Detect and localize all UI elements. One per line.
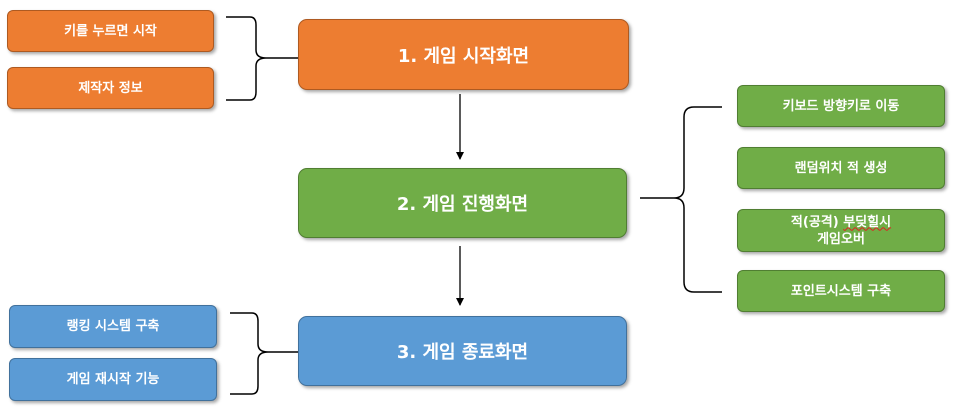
arrow-keys-box: 키보드 방향키로 이동	[737, 85, 945, 127]
end-screen-label: 3. 게임 종료화면	[396, 342, 529, 363]
game-over-line1: 적(공격) 부딪힐시	[791, 214, 891, 231]
credits-label: 제작자 정보	[78, 80, 143, 96]
play-screen-box: 2. 게임 진행화면	[298, 168, 627, 238]
game-over-line2: 게임오버	[817, 231, 865, 247]
brace-start	[226, 16, 298, 101]
random-enemy-box: 랜덤위치 적 생성	[737, 147, 945, 189]
start-screen-label: 1. 게임 시작화면	[397, 45, 530, 67]
restart-label: 게임 재시작 기능	[66, 372, 160, 387]
ranking-label: 랭킹 시스템 구축	[66, 319, 160, 334]
arrow-keys-label: 키보드 방향키로 이동	[782, 98, 900, 114]
press-key-box: 키를 누르면 시작	[7, 10, 214, 52]
play-screen-label: 2. 게임 진행화면	[396, 194, 529, 215]
game-over-prefix: 적(공격)	[790, 214, 844, 230]
start-screen-box: 1. 게임 시작화면	[298, 19, 629, 90]
end-screen-box: 3. 게임 종료화면	[298, 316, 627, 386]
press-key-label: 키를 누르면 시작	[64, 23, 157, 39]
brace-play	[640, 106, 722, 293]
points-label: 포인트시스템 구축	[790, 283, 892, 299]
credits-box: 제작자 정보	[7, 67, 214, 109]
game-over-typo: 부딪힐시	[843, 214, 892, 230]
points-box: 포인트시스템 구축	[737, 270, 945, 312]
brace-end	[230, 312, 298, 395]
restart-box: 게임 재시작 기능	[9, 358, 217, 401]
game-over-box: 적(공격) 부딪힐시 게임오버	[737, 209, 945, 252]
ranking-box: 랭킹 시스템 구축	[9, 305, 217, 348]
random-enemy-label: 랜덤위치 적 생성	[794, 160, 888, 176]
